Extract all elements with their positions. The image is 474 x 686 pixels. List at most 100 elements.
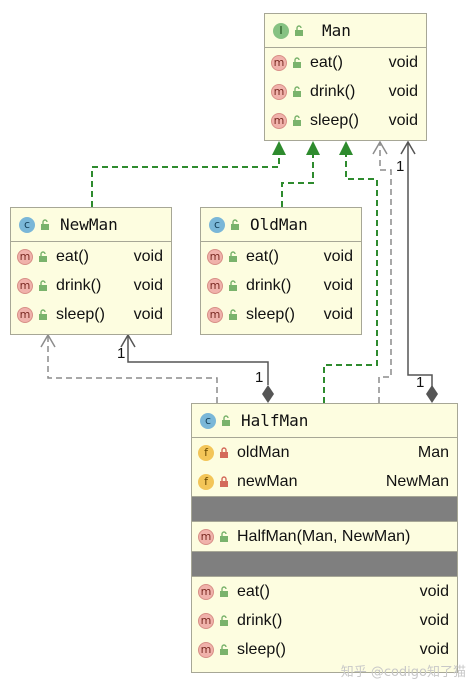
public-visibility-icon [292,115,302,126]
public-visibility-icon [40,219,50,230]
method-type: void [323,276,353,294]
method-icon: m [198,528,214,545]
method-icon: m [207,277,223,294]
class-icon: c [200,412,216,429]
method-icon: m [271,112,287,129]
method-type: void [388,53,418,71]
public-visibility-icon [228,309,238,320]
realization-arrowhead-oldman [306,141,320,155]
class-name: NewMan [60,215,118,234]
method-icon: m [207,248,223,265]
method-row[interactable]: m sleep() void [192,635,457,664]
field-name: newMan [237,472,298,490]
method-type: void [323,247,353,265]
method-type: void [323,305,353,323]
constructor-row[interactable]: m HalfMan(Man, NewMan) [192,522,457,551]
public-visibility-icon [230,219,240,230]
method-name: eat() [310,53,343,71]
method-name: drink() [310,82,356,100]
public-visibility-icon [228,251,238,262]
interface-icon: I [273,22,289,39]
public-visibility-icon [221,415,231,426]
multiplicity-man-end: 1 [396,158,405,175]
class-header: c OldMan [201,208,361,242]
method-name: eat() [237,582,270,600]
method-icon: m [198,641,214,658]
method-icon: m [271,54,287,71]
association-arrowhead-man [400,140,416,155]
public-visibility-icon [38,280,48,291]
class-man[interactable]: I Man m eat() void m drink() void m sleep() vo… [264,13,427,141]
constructor-name: HalfMan(Man, NewMan) [237,527,411,545]
realization-halfman-man [323,155,378,403]
method-name: drink() [237,611,283,629]
dependency-halfman-newman [47,336,218,403]
class-name: Man [322,21,351,40]
method-name: drink() [56,276,102,294]
field-name: oldMan [237,443,290,461]
association-halfman-man [407,143,433,387]
method-row[interactable]: m eat() void [201,242,361,271]
method-row[interactable]: m drink() void [201,271,361,300]
method-name: sleep() [237,640,286,658]
realization-arrowhead-newman [272,141,286,155]
method-name: drink() [246,276,292,294]
dependency-arrowhead-man [372,140,388,155]
public-visibility-icon [228,280,238,291]
public-visibility-icon [219,531,229,542]
aggregation-diamond-newman [262,385,274,403]
method-name: sleep() [310,111,359,129]
public-visibility-icon [219,644,229,655]
method-row[interactable]: m sleep() void [201,300,361,329]
method-type: void [133,276,163,294]
method-name: eat() [56,247,89,265]
method-type: void [388,82,418,100]
association-arrowhead-newman [120,333,136,348]
association-halfman-newman [127,336,269,385]
realization-arrowhead-halfman [339,141,353,155]
method-row[interactable]: m eat() void [265,48,426,77]
method-row[interactable]: m drink() void [265,77,426,106]
method-icon: m [207,306,223,323]
class-icon: c [19,216,35,233]
public-visibility-icon [294,25,304,36]
class-header: c NewMan [11,208,171,242]
method-type: void [388,111,418,129]
multiplicity-halfman-newman-end: 1 [255,369,264,386]
dependency-halfman-man [378,143,392,403]
realization-newman-man [91,155,280,207]
public-visibility-icon [219,615,229,626]
method-icon: m [198,583,214,600]
class-oldman[interactable]: c OldMan m eat() void m drink() void m sleep(… [200,207,362,335]
method-name: eat() [246,247,279,265]
method-row[interactable]: m drink() void [11,271,171,300]
method-type: void [133,305,163,323]
method-type: void [419,640,449,658]
class-name: HalfMan [241,411,309,430]
method-icon: m [17,277,33,294]
field-type: Man [417,443,449,461]
method-icon: m [271,83,287,100]
private-lock-icon [219,476,229,487]
aggregation-diamond-man [426,385,438,403]
class-header: c HalfMan [192,404,457,438]
method-icon: m [17,306,33,323]
method-name: sleep() [246,305,295,323]
method-type: void [133,247,163,265]
class-header: I Man [265,14,426,48]
method-row[interactable]: m sleep() void [265,106,426,135]
private-lock-icon [219,447,229,458]
public-visibility-icon [38,251,48,262]
realization-oldman-man [281,155,314,207]
public-visibility-icon [292,86,302,97]
field-icon: f [198,473,214,490]
